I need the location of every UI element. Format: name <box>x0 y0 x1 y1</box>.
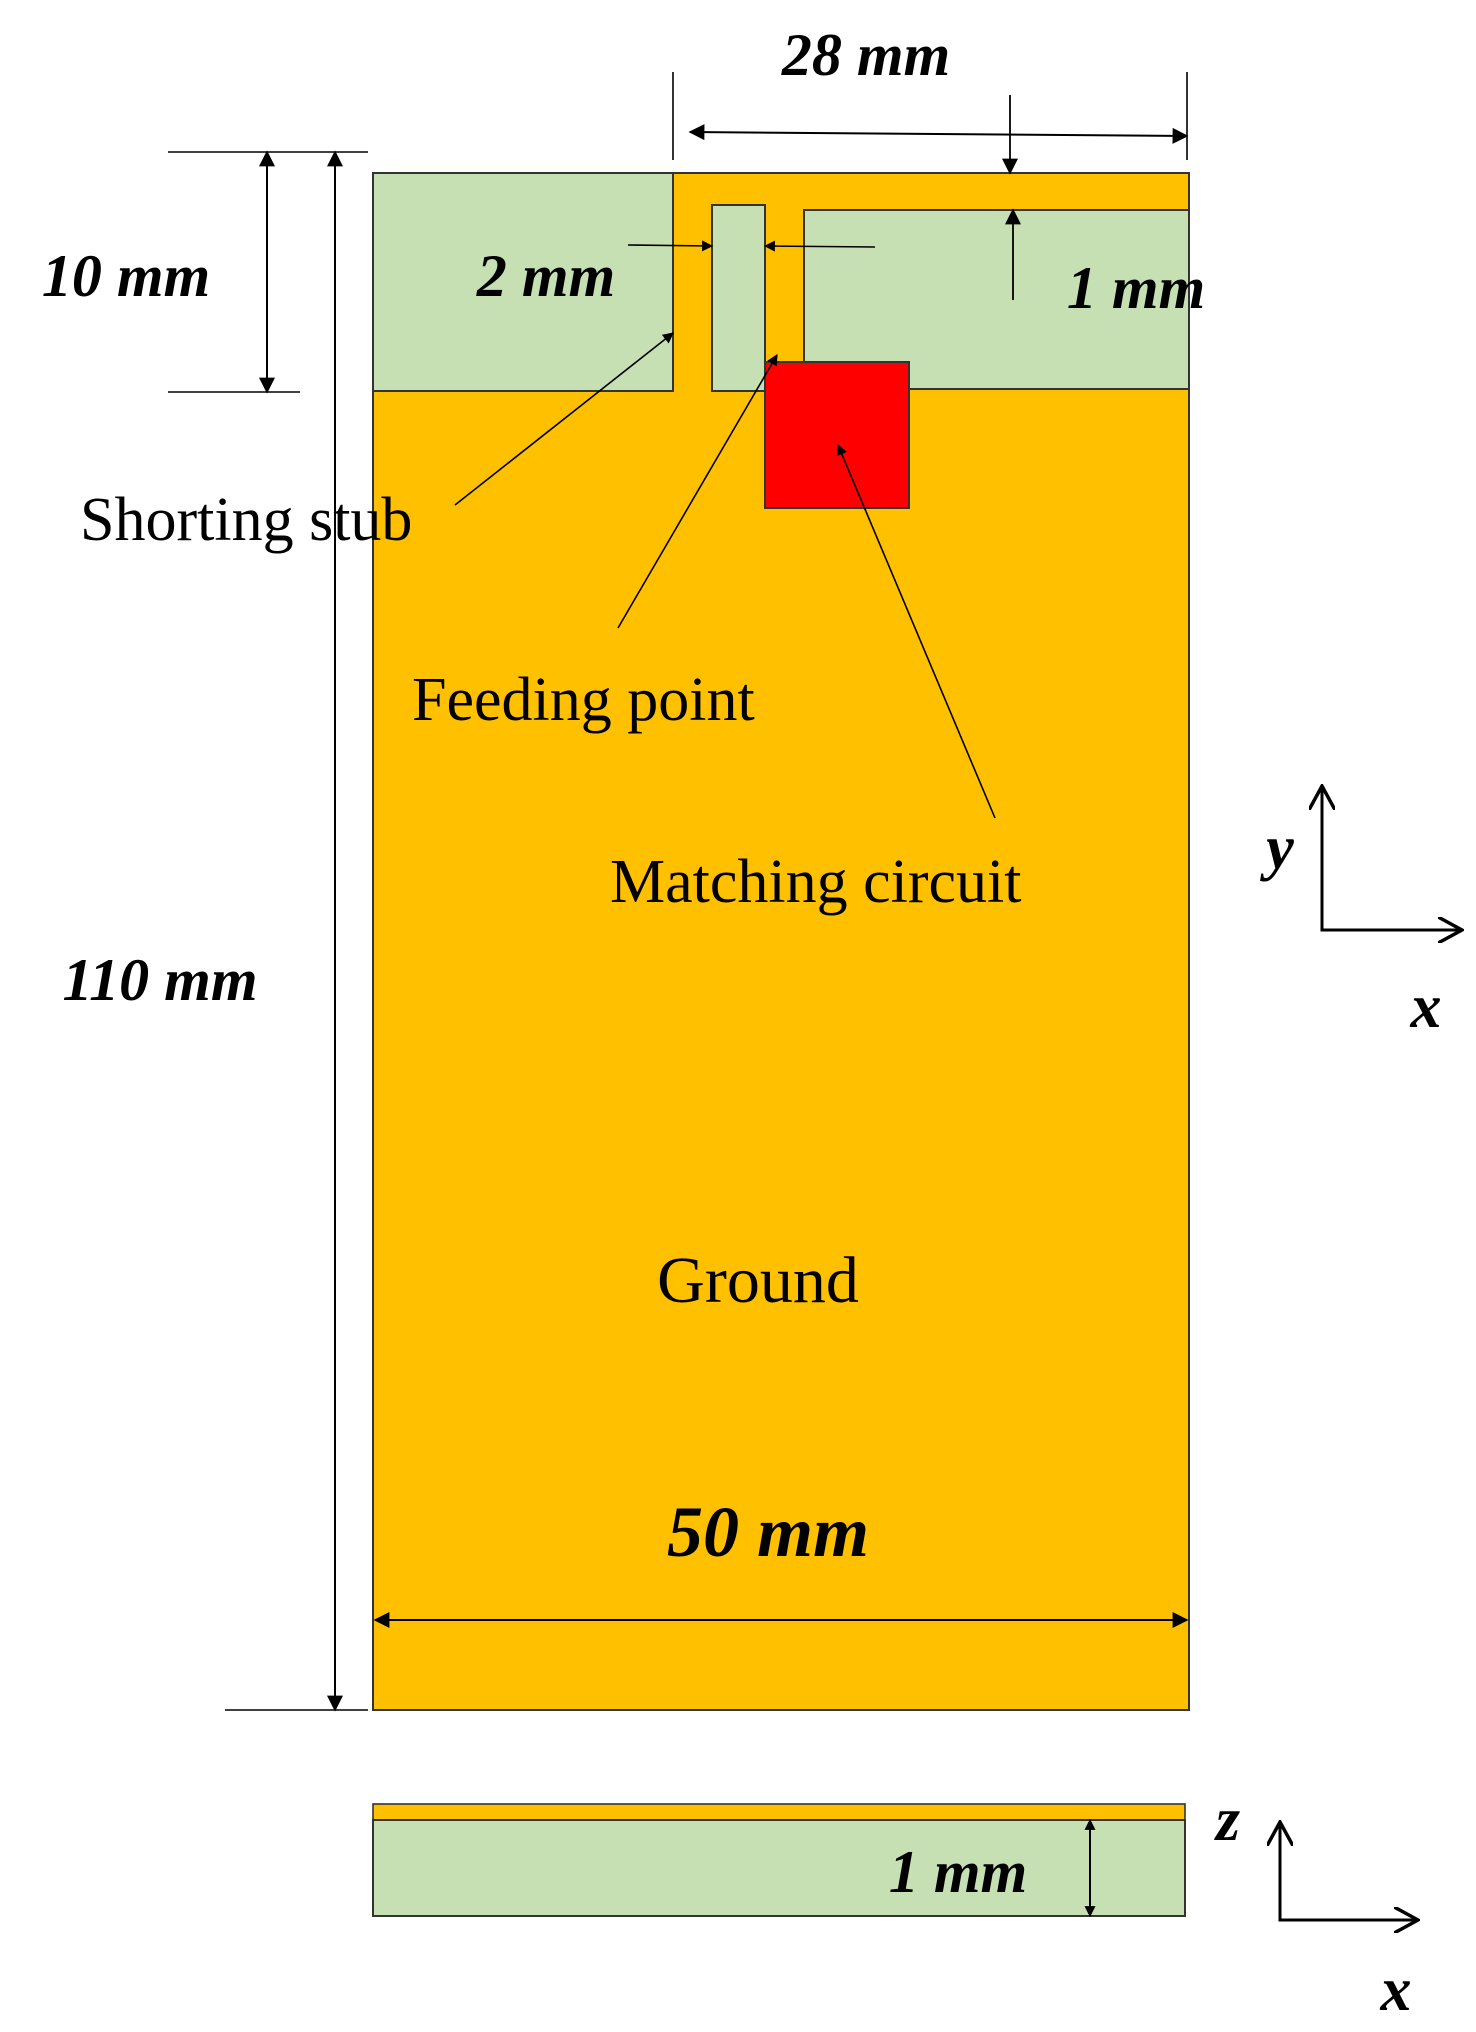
label-matching-circuit: Matching circuit <box>610 848 1021 916</box>
label-feeding-point: Feeding point <box>412 666 755 734</box>
dim-arrow-2mm-left <box>627 240 714 252</box>
dim-label-2mm: 2 mm <box>476 243 615 309</box>
side-ground-layer <box>372 1803 1186 1821</box>
axis-label-y: y <box>1259 814 1294 882</box>
axis-label-z: z <box>1214 1786 1240 1854</box>
side-substrate-layer <box>372 1819 1186 1917</box>
axes-xy <box>1320 790 1458 932</box>
dim-label-10mm: 10 mm <box>42 243 210 309</box>
label-shorting-stub: Shorting stub <box>80 486 412 554</box>
leader-feeding-point <box>617 354 778 629</box>
dim-label-28mm: 28 mm <box>781 22 950 88</box>
leader-matching-circuit <box>836 443 996 819</box>
dim-label-1mm-thickness: 1 mm <box>889 1839 1027 1905</box>
leader-shorting-stub <box>454 332 674 506</box>
label-ground: Ground <box>657 1244 859 1317</box>
axis-label-x-side: x <box>1380 1956 1412 2024</box>
axes-xz <box>1278 1825 1412 1922</box>
dim-label-110mm: 110 mm <box>62 947 257 1013</box>
dim-label-1mm-strip: 1 mm <box>1067 255 1205 321</box>
substrate-slot-region <box>711 204 766 392</box>
substrate-left-region <box>372 172 674 392</box>
dim-arrow-2mm-right <box>763 240 876 252</box>
dim-label-50mm: 50 mm <box>667 1492 869 1572</box>
matching-circuit-block <box>764 361 910 509</box>
dim-arrow-28mm <box>688 124 1189 144</box>
axis-label-x: x <box>1410 973 1442 1041</box>
substrate-right-region <box>803 209 1190 390</box>
